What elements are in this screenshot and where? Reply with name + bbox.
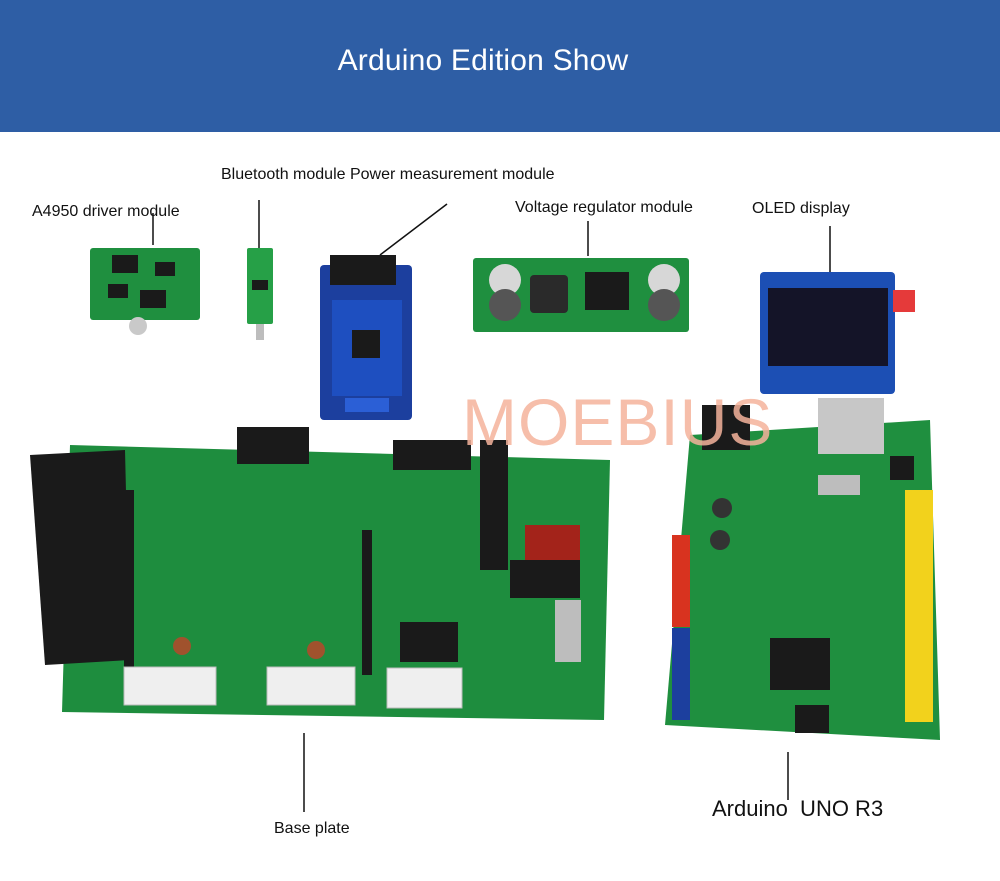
- label-base-plate: Base plate: [274, 820, 350, 837]
- a4950-driver-module: [90, 248, 200, 335]
- arduino-uno-board: [665, 398, 940, 740]
- leader-lines: [152, 200, 831, 812]
- watermark: MOEBIUS: [462, 385, 774, 459]
- label-oled: OLED display: [752, 200, 850, 217]
- label-voltage-regulator: Voltage regulator module: [515, 199, 693, 216]
- bluetooth-module: [320, 255, 412, 420]
- base-plate: [30, 427, 610, 720]
- oled-display: [760, 272, 915, 394]
- label-arduino-uno: Arduino UNO R3: [712, 796, 884, 821]
- voltage-regulator-module: [473, 258, 689, 332]
- power-measurement-module: [247, 248, 273, 340]
- page-title: Arduino Edition Show: [337, 44, 629, 77]
- label-bluetooth-power: Bluetooth module Power measurement modul…: [221, 166, 555, 183]
- header-banner: Arduino Edition Show: [0, 0, 1000, 132]
- label-a4950: A4950 driver module: [32, 203, 180, 220]
